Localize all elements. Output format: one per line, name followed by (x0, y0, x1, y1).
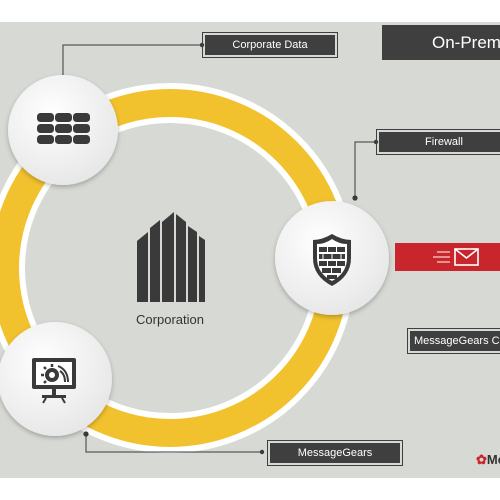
database-icon (37, 113, 90, 144)
shield-brick-icon (313, 234, 351, 286)
node-corporate-data (8, 75, 118, 185)
title-box: On-Premises (382, 25, 500, 60)
building-icon (137, 212, 205, 302)
connector-firewall (354, 141, 376, 198)
logo-mark-icon: ✿ (476, 452, 487, 467)
messagegears-logo: ✿MessageGears (476, 452, 500, 467)
email-channel (395, 243, 500, 271)
label-messagegears-cloud: MessageGears Cloud (407, 328, 500, 354)
monitor-gear-icon (32, 358, 76, 404)
envelope-icon (433, 248, 479, 266)
connector-messagegears (85, 434, 262, 453)
label-firewall: Firewall (376, 129, 500, 155)
node-firewall (275, 201, 389, 315)
label-corporate-data: Corporate Data (202, 32, 338, 58)
label-corporation: Corporation (136, 312, 204, 327)
label-messagegears: MessageGears (267, 440, 403, 466)
node-messagegears (0, 322, 112, 436)
